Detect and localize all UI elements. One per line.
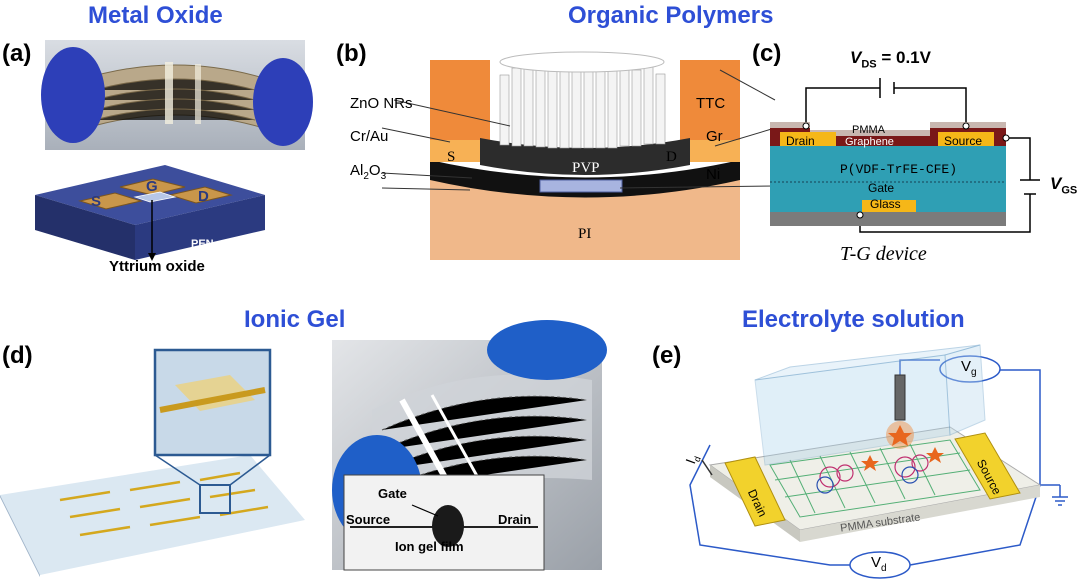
panel-c: VDS = 0.1V PMMA Graphene Drain Source P(… (740, 0, 1080, 300)
panel-label-e: (e) (652, 342, 682, 369)
drain-label-c: Drain (786, 134, 815, 148)
gr-label: Gr (706, 128, 723, 145)
drain-label-d: Drain (498, 512, 532, 527)
panel-label-c: (c) (752, 40, 782, 67)
pen-label: PEN (191, 238, 214, 250)
gate-label: G (146, 178, 158, 195)
gate-label-d: Gate (378, 486, 407, 501)
panel-d: Gate Source Drain Ion gel film (0, 300, 620, 577)
source-label-c: Source (944, 134, 983, 148)
pvp-label: PVP (572, 160, 600, 176)
ttc-label: TTC (696, 95, 726, 112)
pvdf-label: P(VDF-TrFE-CFE) (840, 162, 958, 177)
pi-label: PI (578, 226, 592, 242)
panel-b: ZnO NRs Cr/Au Al2O3 TTC Gr Ni S D PVP PI (330, 0, 776, 300)
pmma-label: PMMA (852, 124, 885, 136)
zno-transistor-diagram (381, 51, 776, 260)
source-s-label: S (447, 149, 456, 165)
vgs-v: V (1050, 174, 1062, 193)
vg-sub: g (971, 367, 977, 378)
glass-label: Glass (870, 197, 901, 211)
gate-label-c: Gate (868, 181, 895, 195)
source-label-d: Source (346, 512, 391, 527)
source-label: S (91, 193, 102, 210)
drain-label: D (198, 188, 209, 205)
panel-label-b: (b) (336, 40, 367, 67)
cr-au-label: Cr/Au (350, 128, 389, 145)
tft-schematic (35, 165, 265, 261)
panel-a: S G D PEN Yttrium oxide (0, 0, 330, 300)
graphene-label: Graphene (845, 136, 894, 148)
title-organic-polymers: Organic Polymers (568, 2, 774, 29)
panel-label-d: (d) (2, 342, 33, 369)
title-metal-oxide: Metal Oxide (88, 2, 223, 29)
vds-sub: DS (861, 58, 877, 71)
drain-d-label: D (666, 149, 677, 165)
zno-nrs-label: ZnO NRs (350, 95, 413, 112)
tg-device-diagram (770, 78, 1040, 233)
al2o3-al: Al (350, 162, 364, 179)
vd-sub: d (881, 563, 887, 574)
vds-label: VDS = 0.1V (850, 48, 931, 70)
panel-label-a: (a) (2, 40, 32, 67)
yttrium-oxide-caption: Yttrium oxide (109, 258, 205, 275)
al2o3-sub-2: 2 (363, 171, 369, 182)
al2o3-sub-3: 3 (380, 171, 387, 182)
vd-label: Vd (871, 554, 887, 574)
vg-v: V (961, 358, 972, 375)
panel-e: Vg Vd Id Drain Source PMMA substrate (640, 300, 1080, 579)
al2o3-o: O (368, 162, 381, 179)
flexible-device-photo (41, 40, 313, 150)
ion-gel-film-label: Ion gel film (395, 539, 464, 554)
tg-device-caption: T-G device (840, 243, 927, 265)
title-ionic-gel: Ionic Gel (244, 306, 346, 333)
ni-label: Ni (706, 166, 721, 183)
vgs-sub: GS (1061, 184, 1078, 197)
electrolyte-device-diagram (689, 344, 1068, 579)
vgs-label: VGS (1050, 174, 1077, 196)
vd-v: V (871, 554, 882, 571)
title-electrolyte-solution: Electrolyte solution (742, 306, 965, 333)
vds-value: = 0.1V (876, 48, 931, 67)
vds-v: V (850, 48, 862, 67)
ion-gel-photo (332, 320, 607, 571)
ionic-gel-array (0, 348, 305, 577)
al2o3-label: Al2O3 (350, 162, 386, 182)
vg-label: Vg (961, 358, 977, 378)
